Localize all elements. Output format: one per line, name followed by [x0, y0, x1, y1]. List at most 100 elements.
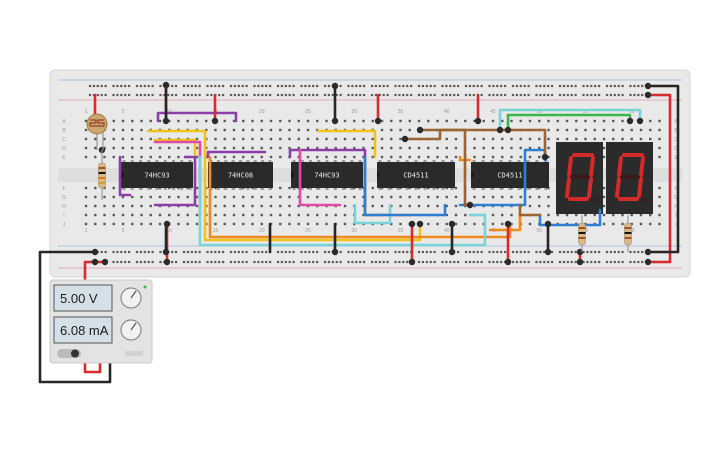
- wire-red[interactable]: [646, 93, 672, 264]
- hole: [103, 222, 106, 226]
- hole: [251, 155, 254, 159]
- photoresistor[interactable]: [86, 113, 108, 150]
- hole: [269, 146, 273, 150]
- ic-chip[interactable]: 74HC93: [290, 160, 363, 190]
- rail-hole: [457, 260, 460, 264]
- hole: [242, 195, 245, 199]
- resistor-display-1[interactable]: [578, 215, 586, 252]
- hole: [84, 137, 88, 141]
- hole: [362, 213, 365, 217]
- hole: [417, 155, 421, 159]
- rail-hole: [425, 93, 428, 97]
- rail-hole: [605, 93, 609, 97]
- ic-pin: [499, 160, 503, 163]
- hole: [195, 119, 199, 123]
- wire-purple[interactable]: [118, 155, 132, 197]
- ic-pin: [358, 160, 362, 163]
- hole: [353, 195, 356, 199]
- hole: [390, 128, 393, 132]
- resistor-left[interactable]: [98, 150, 106, 200]
- wire-endpoint: [163, 258, 171, 266]
- ic-chip[interactable]: 74HC93: [120, 160, 193, 190]
- wire-black[interactable]: [646, 84, 680, 254]
- column-number: 20: [259, 109, 265, 115]
- hole: [112, 146, 115, 150]
- wire-cyan[interactable]: [198, 155, 487, 247]
- wires[interactable]: [38, 81, 680, 384]
- ic-pin: [122, 160, 126, 163]
- column-number: 50: [536, 228, 542, 234]
- wire-yellow[interactable]: [153, 138, 197, 159]
- hole: [658, 155, 661, 159]
- hole: [140, 195, 143, 199]
- wire-red[interactable]: [83, 260, 107, 374]
- rail-hole: [453, 93, 456, 97]
- rail-hole: [633, 84, 636, 88]
- wire-cyan[interactable]: [498, 108, 642, 132]
- wire-yellow[interactable]: [316, 129, 377, 159]
- rail-hole: [265, 250, 268, 254]
- rail-hole: [222, 84, 225, 88]
- rail-hole: [233, 84, 236, 88]
- wire-brown[interactable]: [403, 128, 547, 159]
- segment-c: [587, 177, 593, 198]
- wire-purple[interactable]: [156, 111, 238, 123]
- rail-hole: [492, 93, 495, 97]
- hole: [602, 213, 606, 217]
- rail-hole: [621, 260, 624, 264]
- ic-pin: [253, 187, 257, 190]
- hole: [445, 137, 448, 141]
- hole: [84, 195, 88, 199]
- ic-pin: [317, 187, 321, 190]
- ic-chip[interactable]: CD4511: [376, 160, 455, 190]
- resistor-display-2[interactable]: [624, 215, 632, 252]
- hole: [260, 146, 263, 150]
- wire-blue[interactable]: [363, 155, 447, 217]
- rail-hole: [394, 250, 397, 254]
- rail-hole: [480, 260, 483, 264]
- hole: [612, 128, 615, 132]
- hole: [325, 137, 328, 141]
- rail-hole: [433, 260, 436, 264]
- hole: [251, 213, 254, 217]
- hole: [371, 155, 374, 159]
- wire-purple[interactable]: [153, 155, 197, 207]
- hole: [343, 155, 347, 159]
- hole: [186, 213, 189, 217]
- hole: [242, 146, 245, 150]
- ic-pin: [544, 160, 548, 163]
- hole: [242, 204, 245, 208]
- wire-purple[interactable]: [206, 150, 267, 159]
- wire-brown[interactable]: [518, 203, 542, 217]
- wire-black[interactable]: [38, 250, 112, 384]
- ic-chip[interactable]: CD4511: [470, 160, 549, 190]
- rail-hole: [300, 93, 303, 97]
- rail-hole: [269, 84, 272, 88]
- rail-hole: [233, 260, 236, 264]
- rail-hole: [566, 84, 569, 88]
- rail-hole: [351, 250, 354, 254]
- column-number: 55: [583, 109, 589, 115]
- wire-orange[interactable]: [458, 155, 472, 162]
- seven-segment-display-pair[interactable]: [556, 142, 653, 214]
- ic-chip[interactable]: 74HC08: [207, 160, 273, 190]
- wire-pink[interactable]: [298, 148, 342, 207]
- hole: [223, 137, 226, 141]
- wire-endpoint: [636, 117, 644, 125]
- hole: [621, 137, 624, 141]
- hole: [232, 146, 236, 150]
- wire-blue[interactable]: [538, 208, 602, 227]
- hole: [602, 119, 606, 123]
- rail-hole: [496, 250, 499, 254]
- rail-hole: [523, 84, 526, 88]
- hole: [103, 204, 106, 208]
- rail-hole: [288, 260, 291, 264]
- hole: [325, 155, 328, 159]
- power-supply[interactable]: 5.00 V 6.08 mA: [49, 279, 153, 364]
- hole: [491, 195, 495, 199]
- wire-orange[interactable]: [488, 213, 522, 232]
- power-toggle-knob[interactable]: [71, 349, 79, 358]
- wire-endpoint: [416, 126, 424, 134]
- rail-hole: [327, 250, 330, 254]
